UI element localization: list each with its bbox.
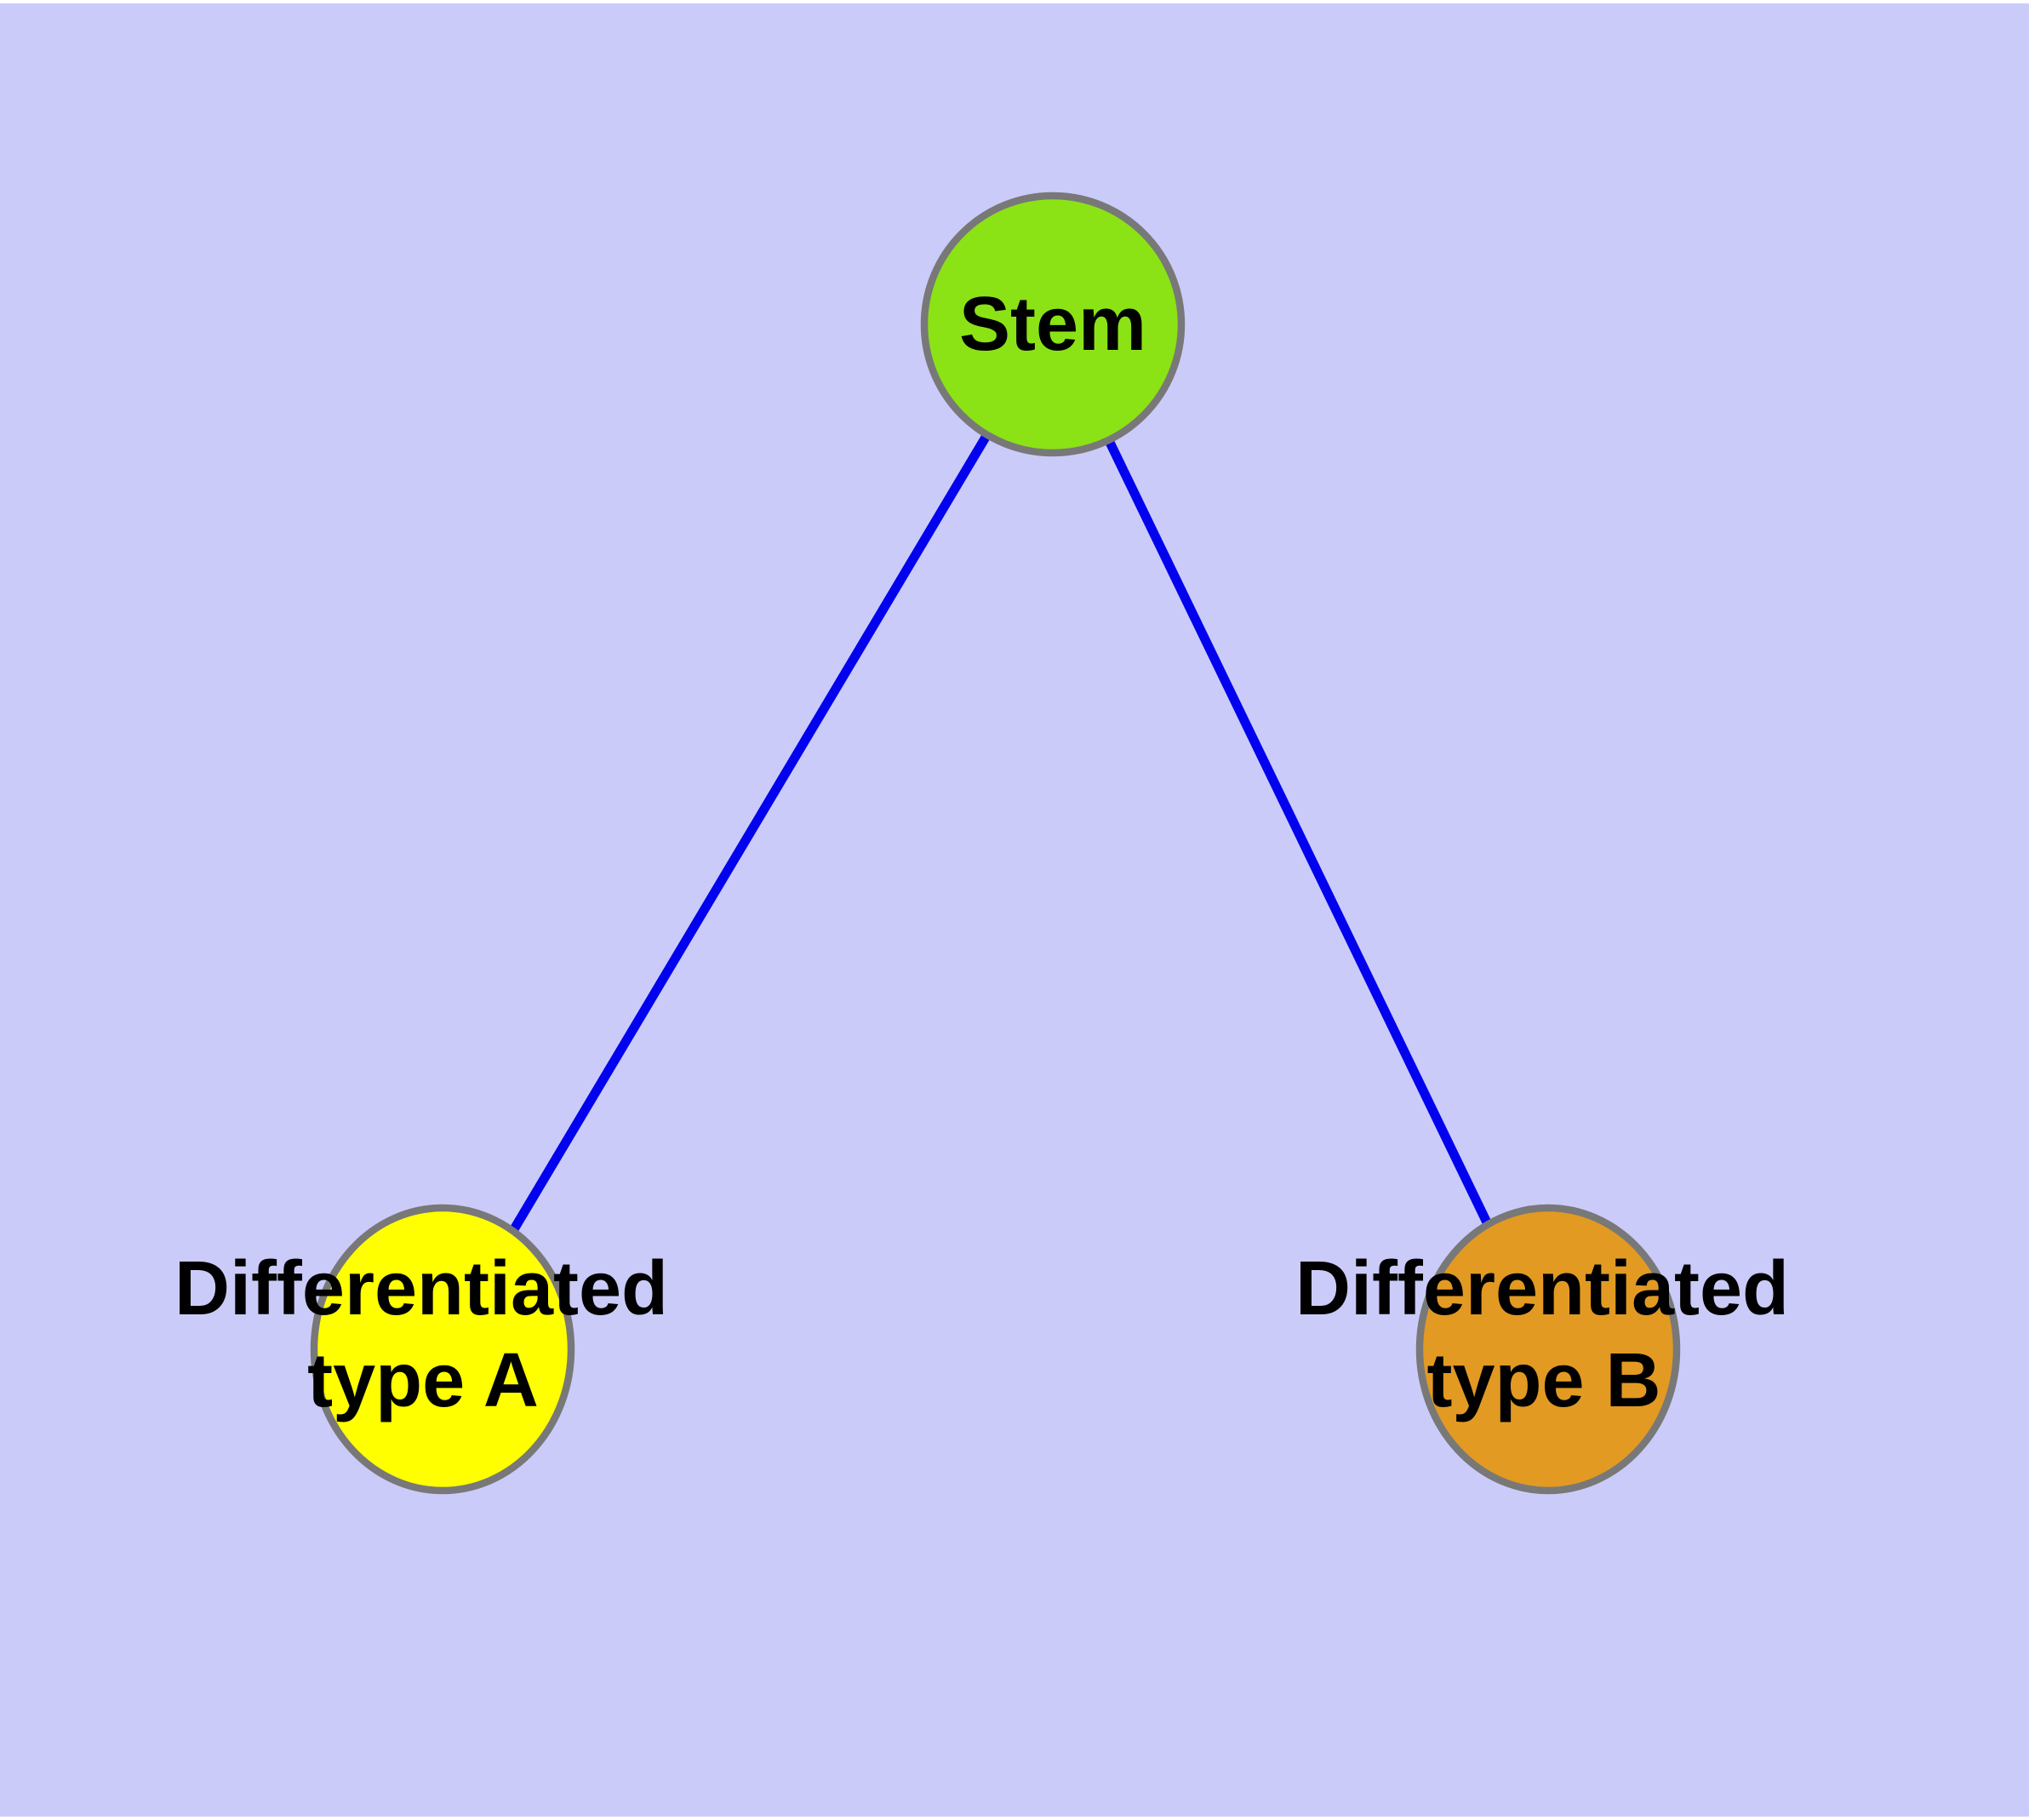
node-stem bbox=[920, 192, 1186, 457]
node-type-a-label-line1: Differentiated bbox=[174, 1246, 668, 1331]
edge-stem-to-type-a bbox=[438, 322, 1057, 1352]
edge-stem-to-type-b bbox=[1049, 322, 1552, 1352]
node-differentiated-type-b bbox=[1415, 1204, 1681, 1495]
node-type-a-label-line2: type A bbox=[307, 1338, 539, 1423]
node-stem-label: Stem bbox=[959, 282, 1146, 367]
node-differentiated-type-a bbox=[310, 1204, 575, 1495]
node-type-b-label-line1: Differentiated bbox=[1295, 1246, 1789, 1331]
node-type-b-label-line2: type B bbox=[1426, 1338, 1660, 1423]
